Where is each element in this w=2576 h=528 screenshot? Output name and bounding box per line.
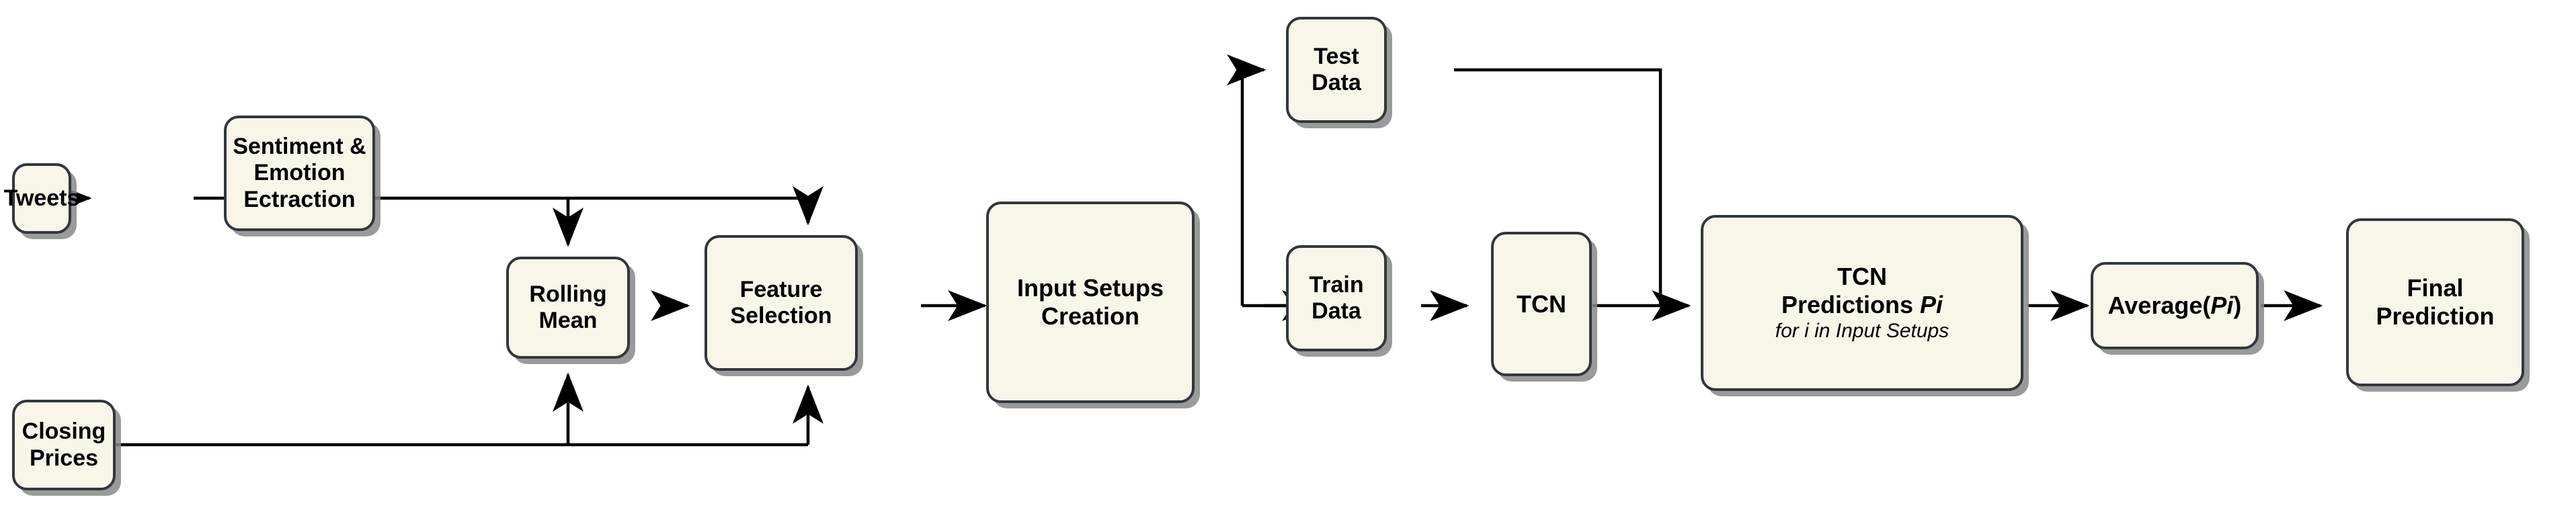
node-average-pi: Pi: [2210, 292, 2234, 320]
node-average-suffix: ): [2233, 292, 2242, 320]
node-final-prediction[interactable]: Final Prediction: [2346, 218, 2524, 386]
node-closing-prices-line2: Prices: [29, 445, 99, 471]
node-closing-prices-line1: Closing: [22, 419, 106, 445]
node-tcn[interactable]: TCN: [1491, 232, 1592, 376]
node-tcn-label: TCN: [1517, 290, 1566, 318]
node-average-label: Average(Pi): [2108, 292, 2242, 320]
node-rolling-mean[interactable]: Rolling Mean: [506, 257, 630, 359]
node-average-prefix: Average(: [2107, 292, 2211, 320]
node-feature-selection-line2: Selection: [730, 303, 832, 328]
node-tcn-predictions-line2: Predictions Pi: [1781, 291, 1943, 319]
node-feature-selection[interactable]: Feature Selection: [705, 235, 858, 371]
node-train-data[interactable]: Train Data: [1286, 245, 1387, 351]
node-tweets[interactable]: Tweets: [4, 163, 79, 234]
node-final-prediction-line1: Final: [2407, 274, 2464, 302]
node-input-setups-line1: Input Setups: [1017, 274, 1164, 302]
node-tcn-predictions-pi: Pi: [1920, 290, 1943, 318]
node-tweets-label: Tweets: [3, 185, 80, 211]
node-input-setups-line2: Creation: [1041, 302, 1140, 330]
node-test-data[interactable]: Test Data: [1286, 17, 1387, 123]
node-sentiment-emotion-ectraction[interactable]: Sentiment & Emotion Ectraction: [224, 116, 375, 231]
node-rolling-mean-line2: Mean: [538, 308, 598, 333]
node-tcn-predictions-line2-prefix: Predictions: [1781, 290, 1921, 318]
node-tcn-predictions[interactable]: TCN Predictions Pi for i in Input Setups: [1701, 215, 2023, 391]
node-test-data-line1: Test: [1314, 43, 1359, 69]
node-rolling-mean-line1: Rolling: [529, 281, 607, 307]
node-tcn-predictions-line1: TCN: [1837, 262, 1887, 290]
edge-input-setups-to-test-data: [1227, 54, 1266, 306]
node-feature-selection-line1: Feature: [739, 276, 823, 302]
node-train-data-line2: Data: [1312, 298, 1361, 324]
node-test-data-line2: Data: [1312, 70, 1361, 95]
node-final-prediction-line2: Prediction: [2376, 302, 2495, 330]
node-closing-prices[interactable]: Closing Prices: [12, 400, 116, 490]
node-sentiment-line1: Sentiment &: [233, 133, 366, 159]
node-input-setups-creation[interactable]: Input Setups Creation: [986, 202, 1195, 403]
node-sentiment-line3: Ectraction: [243, 186, 356, 212]
node-train-data-line1: Train: [1309, 271, 1364, 298]
node-sentiment-line2: Emotion: [253, 160, 346, 186]
node-tcn-predictions-line3: for i in Input Setups: [1775, 320, 1949, 343]
node-average-pi[interactable]: Average(Pi): [2091, 262, 2259, 349]
